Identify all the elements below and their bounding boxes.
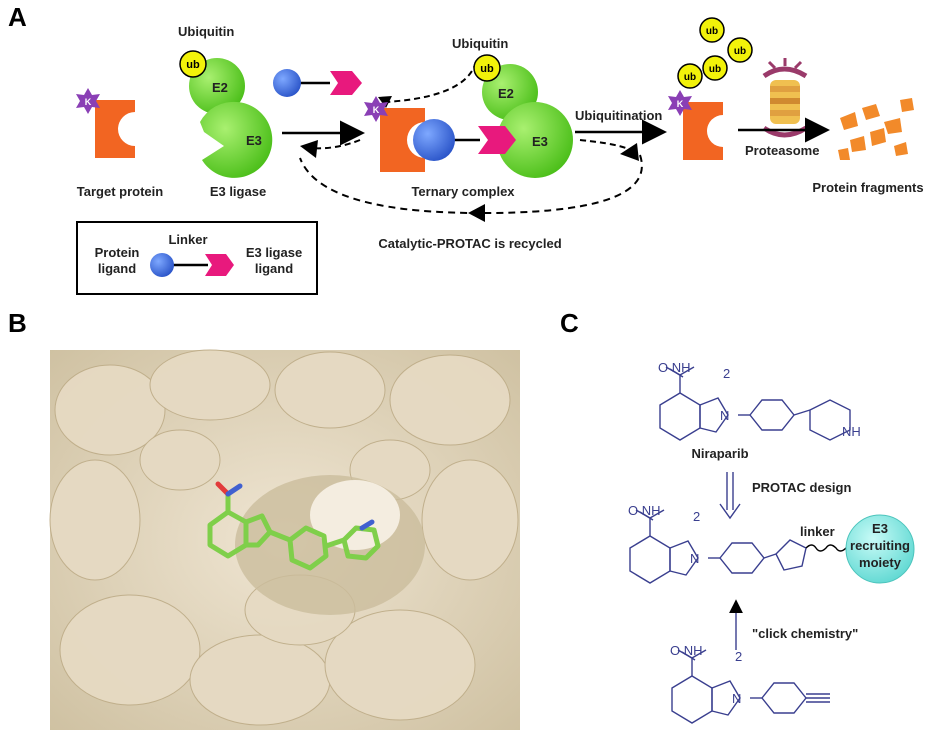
protac-design-arrow xyxy=(719,472,741,520)
ub-ball-1: ub xyxy=(179,50,207,78)
ternary-complex-label: Ternary complex xyxy=(411,184,515,199)
ubiquitin-label-left: Ubiquitin xyxy=(178,24,234,39)
protein-surface-image xyxy=(49,349,520,730)
protac-in-complex xyxy=(413,119,516,161)
e3-ligase-2: E3 xyxy=(497,102,573,178)
legend-box: Protein ligand Linker E3 ligase ligand xyxy=(76,221,318,295)
protac-n: N xyxy=(690,551,699,566)
click-chemistry-label: "click chemistry" xyxy=(752,626,858,641)
alkyne-conh2-sub: 2 xyxy=(735,649,742,664)
legend-linker: Linker xyxy=(168,232,207,247)
ternary-target-protein xyxy=(380,108,425,172)
moiety-line-2: recruiting xyxy=(850,538,910,553)
alkyne-conh2: O NH xyxy=(670,643,703,658)
niraparib-n: N xyxy=(720,408,729,423)
protein-fragments xyxy=(838,98,914,160)
ub-label-2: ub xyxy=(480,63,494,75)
niraparib-structure xyxy=(659,366,851,441)
legend-pink-ligand xyxy=(205,254,234,276)
recycled-label: Catalytic-PROTAC is recycled xyxy=(378,236,561,251)
target-protein xyxy=(95,100,135,158)
legend-blue-ligand xyxy=(150,253,174,277)
legend-e3-ligand-2: ligand xyxy=(255,261,293,276)
legend-protein-ligand-1: Protein xyxy=(95,245,140,260)
lysine-label-3: K xyxy=(677,99,684,109)
protac-conh2: O NH xyxy=(628,503,661,518)
ubiquitination-label: Ubiquitination xyxy=(575,108,662,123)
lysine-star-3: K xyxy=(668,90,692,116)
lysine-star-1: K xyxy=(76,88,100,114)
protac-design-label: PROTAC design xyxy=(752,480,851,495)
ubiquitin-dashed-arrow xyxy=(385,61,477,103)
panel-c-letter: C xyxy=(560,308,579,338)
protein-fragments-label: Protein fragments xyxy=(812,180,923,195)
dashed-to-recycle xyxy=(579,139,631,151)
niraparib-conh2-sub: 2 xyxy=(723,366,730,381)
ubiquitin-arrowhead xyxy=(378,96,392,108)
proteasome-label: Proteasome xyxy=(745,143,819,158)
recycle-arrowhead-bottom xyxy=(468,204,485,222)
e2-label-1: E2 xyxy=(212,80,228,95)
e3-ligase-label: E3 ligase xyxy=(210,184,266,199)
proteasome-icon xyxy=(762,58,808,138)
alkyne-n: N xyxy=(732,691,741,706)
protac-conh2-sub: 2 xyxy=(693,509,700,524)
niraparib-nh: NH xyxy=(842,424,861,439)
lysine-label-1: K xyxy=(85,97,92,107)
ub-chain: ub ub ub ub xyxy=(677,17,753,89)
ub-chain-label-3: ub xyxy=(709,64,721,75)
target-protein-label: Target protein xyxy=(77,184,163,199)
e3-recruiting-moiety: E3 recruiting moiety xyxy=(845,514,915,584)
ub-chain-label-4: ub xyxy=(684,72,696,83)
ub-chain-label-2: ub xyxy=(734,46,746,57)
ub-label-1: ub xyxy=(186,59,200,71)
legend-protein-ligand-2: ligand xyxy=(98,261,136,276)
ub-ball-2: ub xyxy=(473,54,501,82)
reverse-arrowhead xyxy=(300,140,318,158)
e3-label-2: E3 xyxy=(532,134,548,149)
niraparib-label: Niraparib xyxy=(691,446,748,461)
ub-chain-label-1: ub xyxy=(706,26,718,37)
e3-label-1: E3 xyxy=(246,133,262,148)
lysine-star-2: K xyxy=(364,96,388,122)
panel-a-letter: A xyxy=(8,2,27,32)
moiety-line-3: moiety xyxy=(859,555,902,570)
alkyne-precursor-structure xyxy=(671,649,830,724)
recycle-loop xyxy=(299,154,643,215)
ubiquitin-label-mid: Ubiquitin xyxy=(452,36,508,51)
e2-label-2: E2 xyxy=(498,86,514,101)
protac-structure xyxy=(629,509,857,584)
e3-ligase-1: E3 xyxy=(200,101,273,178)
linker-label: linker xyxy=(800,524,835,539)
ligand-stick-model xyxy=(207,481,381,571)
recycle-arrowhead-right xyxy=(620,143,639,161)
legend-e3-ligand-1: E3 ligase xyxy=(246,245,302,260)
arrow-reverse-dashed xyxy=(309,139,361,150)
moiety-line-1: E3 xyxy=(872,521,888,536)
ubiquitinated-target-protein xyxy=(683,102,723,160)
lysine-label-2: K xyxy=(373,105,380,115)
protac-molecule-top xyxy=(273,69,362,97)
niraparib-conh2: O NH xyxy=(658,360,691,375)
panel-b-letter: B xyxy=(8,308,27,338)
